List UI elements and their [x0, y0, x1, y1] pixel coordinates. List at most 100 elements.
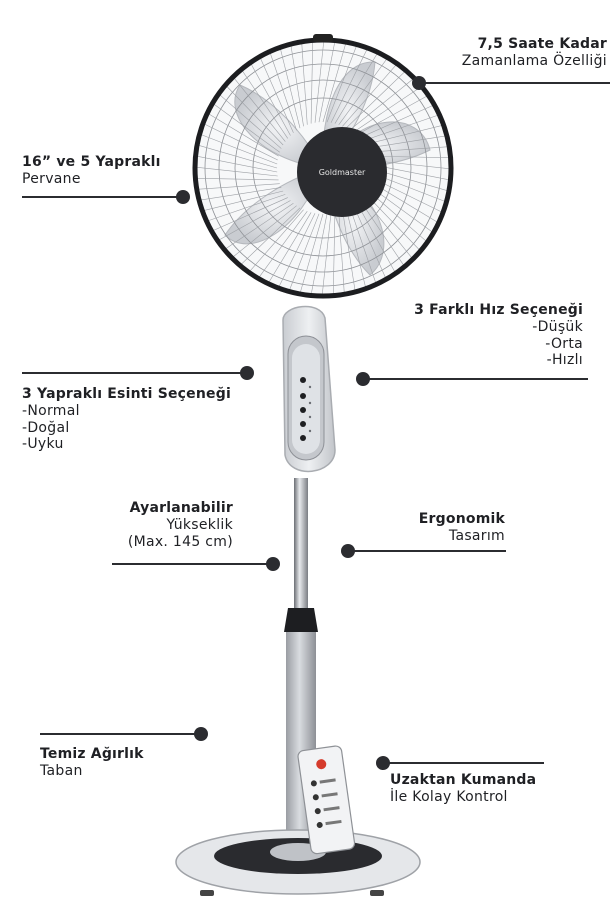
grill-spoke — [241, 207, 301, 265]
callout-timer-title: 7,5 Saate Kadar — [477, 36, 607, 52]
callout-dot — [194, 727, 208, 741]
grill-spoke — [358, 105, 433, 139]
fan-head: Goldmaster — [192, 34, 454, 299]
grill-spoke — [201, 187, 282, 201]
grill-spoke — [355, 200, 395, 272]
grill-spoke — [268, 212, 312, 283]
callout-base-sub: Taban — [40, 762, 83, 779]
callout-line — [418, 82, 610, 84]
grill-spoke — [289, 213, 320, 290]
callout-dot — [376, 756, 390, 770]
grill-spoke — [225, 202, 294, 249]
remote-control — [297, 745, 356, 855]
grill-spoke — [259, 211, 308, 277]
grill-spoke — [226, 86, 284, 146]
callout-breeze-item-2: -Doğal — [22, 419, 70, 436]
callout-timer-sub: Zamanlama Özelliği — [461, 52, 607, 69]
control-button[interactable] — [300, 435, 306, 441]
callout-ergo-title: Ergonomik — [418, 511, 505, 527]
callout-breeze-item-1: -Normal — [22, 402, 80, 419]
grill-spoke — [352, 87, 421, 134]
grill-spoke — [330, 49, 368, 123]
adjustable-pole — [294, 478, 308, 608]
grill-spoke — [196, 167, 278, 177]
grill-spoke — [197, 156, 278, 173]
fan-base — [175, 829, 421, 896]
callout-dot — [341, 544, 355, 558]
grill-spoke — [360, 115, 438, 142]
grill-spoke — [301, 43, 308, 125]
callout-remote-sub: İle Kolay Kontrol — [390, 788, 508, 805]
callout-speed-title: 3 Farklı Hız Seçeneği — [414, 302, 583, 318]
brand-logo: Goldmaster — [319, 168, 366, 177]
grill-spoke — [198, 183, 280, 190]
grill-spoke — [338, 59, 387, 125]
grill-spoke — [270, 53, 297, 131]
grill-spoke — [362, 125, 442, 146]
callout-line — [40, 733, 202, 735]
grill-spoke — [322, 43, 346, 123]
callout-dot — [412, 76, 426, 90]
callout-blades-title: 16” ve 5 Yapraklı — [22, 154, 161, 170]
grill-spoke — [290, 46, 304, 127]
callout-line — [22, 196, 186, 198]
callout-base-title: Temiz Ağırlık — [40, 746, 144, 762]
callout-line — [362, 378, 588, 380]
callout-height: Ayarlanabilir Yükseklik (Max. 145 cm) — [128, 500, 233, 550]
callout-line — [382, 762, 544, 764]
grill-spoke — [233, 205, 297, 257]
grill-spoke — [300, 213, 324, 293]
grill-spoke — [355, 96, 427, 136]
fan-hub — [297, 127, 387, 217]
grill-spoke — [342, 209, 356, 290]
callout-dot — [176, 190, 190, 204]
callout-speed-item-2: -Orta — [545, 335, 583, 352]
grill-spoke — [280, 49, 301, 129]
callout-height-title: Ayarlanabilir — [129, 500, 233, 516]
grill-spoke — [198, 145, 278, 169]
grill-spoke — [208, 113, 279, 157]
grill-spoke — [208, 194, 286, 221]
grill-spoke — [249, 209, 304, 272]
control-button[interactable] — [300, 407, 306, 413]
grill-spoke — [278, 213, 316, 287]
grill-spoke — [352, 203, 386, 278]
grill-spoke — [197, 177, 279, 181]
grill-spoke — [338, 211, 345, 293]
callout-dot — [356, 372, 370, 386]
callout-blades: 16” ve 5 Yapraklı Pervane — [22, 154, 161, 188]
grill-spoke — [219, 94, 282, 149]
callout-line — [112, 563, 274, 565]
power-button[interactable] — [300, 377, 306, 383]
callout-line — [22, 372, 248, 374]
grill-spoke — [318, 42, 335, 123]
control-button[interactable] — [300, 393, 306, 399]
callout-line — [348, 550, 506, 552]
callout-remote-title: Uzaktan Kumanda — [390, 772, 537, 788]
grill-spoke — [213, 197, 288, 231]
grill-spoke — [342, 64, 397, 127]
grill-spoke — [314, 41, 324, 123]
grill-spoke — [219, 200, 291, 240]
callout-dot — [266, 557, 280, 571]
callout-breeze: 3 Yapraklı Esinti Seçeneği -Normal -Doğa… — [22, 386, 231, 453]
grill-spoke — [204, 190, 284, 211]
callout-height-sub: Yükseklik — [166, 516, 233, 533]
callout-speed-item-1: -Düşük — [532, 318, 583, 335]
grill-spoke — [311, 213, 328, 294]
grill-spoke — [334, 53, 378, 124]
fan-body — [282, 305, 336, 472]
grill-spoke — [260, 58, 294, 133]
control-button[interactable] — [300, 421, 306, 427]
callout-breeze-item-3: -Uyku — [22, 436, 64, 453]
callout-breeze-title: 3 Yapraklı Esinti Seçeneği — [22, 386, 231, 402]
callout-dot — [240, 366, 254, 380]
grill-spoke — [234, 78, 286, 142]
grill-spoke — [345, 71, 405, 129]
remote-power-button[interactable] — [316, 759, 327, 770]
grill-spoke — [204, 123, 278, 161]
callout-speed: 3 Farklı Hız Seçeneği -Düşük -Orta -Hızl… — [414, 302, 583, 369]
callout-remote: Uzaktan Kumanda İle Kolay Kontrol — [390, 772, 536, 806]
grill-spoke — [251, 64, 291, 136]
